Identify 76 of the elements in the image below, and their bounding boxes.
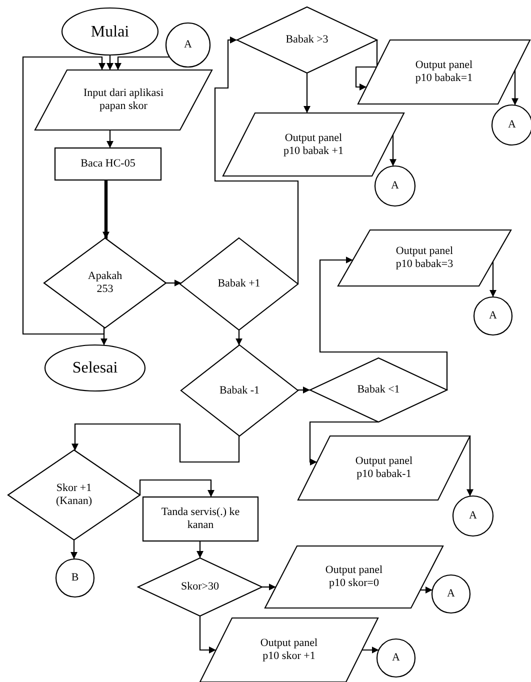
connector-circle <box>453 496 493 536</box>
arrow <box>214 36 299 284</box>
node-label: Babak <1 <box>356 383 401 397</box>
node-label: B <box>70 571 80 585</box>
node-label: Output panel p10 babak-1 <box>354 454 414 482</box>
process-box <box>143 497 258 541</box>
arrow <box>512 70 518 106</box>
arrow <box>102 180 110 239</box>
node-label: A <box>488 309 498 323</box>
node-label: Babak -1 <box>218 384 260 398</box>
arrow <box>22 56 106 335</box>
node-label: A <box>507 118 517 132</box>
decision-diamond <box>181 345 298 436</box>
node-label: Output panel p10 skor=0 <box>324 564 384 590</box>
node-label: Tanda servis(.) ke kanan <box>160 506 241 532</box>
connector-circle <box>375 166 415 206</box>
node-label: Input dari aplikasi papan skor <box>82 86 165 114</box>
io-parallelogram <box>35 70 212 130</box>
arrow <box>490 262 496 297</box>
node-label: Apakah 253 <box>86 270 124 296</box>
node-label: A <box>391 651 401 665</box>
io-parallelogram <box>265 546 443 608</box>
arrow <box>466 436 474 496</box>
arrow <box>420 586 432 594</box>
arrow <box>100 327 108 346</box>
connector-circle <box>56 559 94 597</box>
terminal-ellipse <box>62 8 158 55</box>
node-label: Skor>30 <box>180 580 220 594</box>
decision-diamond <box>44 238 166 328</box>
node-label: A <box>183 38 193 52</box>
decision-diamond <box>138 558 262 616</box>
arrow <box>319 256 448 390</box>
arrow <box>114 56 170 70</box>
arrow <box>304 73 310 113</box>
arrow <box>262 584 276 590</box>
node-label: A <box>446 587 456 601</box>
arrow <box>199 616 216 654</box>
node-label: Output panel p10 babak=1 <box>414 58 474 86</box>
node-label: Selesai <box>71 358 119 378</box>
node-label: Babak >3 <box>284 33 330 47</box>
arrow <box>106 55 114 70</box>
arrow <box>236 330 242 346</box>
arrow <box>297 386 310 394</box>
arrow <box>390 134 396 166</box>
node-label: Output panel p10 skor +1 <box>259 636 319 664</box>
arrow <box>309 421 378 466</box>
node-label: Mulai <box>90 22 130 42</box>
node-label: Babak +1 <box>216 277 262 291</box>
decision-diamond <box>8 450 140 540</box>
terminal-ellipse <box>45 345 145 391</box>
arrow <box>72 423 240 463</box>
arrow <box>139 479 214 497</box>
arrow <box>355 40 378 90</box>
decision-diamond <box>310 358 447 422</box>
decision-diamond <box>237 7 377 73</box>
node-label: Output panel p10 babak=3 <box>394 244 454 272</box>
node-label: A <box>468 509 478 523</box>
node-label: A <box>390 179 400 193</box>
node-label: Baca HC-05 <box>80 157 136 171</box>
io-parallelogram <box>200 618 378 682</box>
io-parallelogram <box>223 113 404 176</box>
arrow <box>166 280 182 286</box>
connector-circle <box>166 23 210 67</box>
arrow <box>196 541 204 558</box>
connector-circle <box>377 639 415 677</box>
io-parallelogram <box>298 436 470 500</box>
io-parallelogram <box>338 230 511 286</box>
connector-circle <box>432 575 470 613</box>
node-label: Output panel p10 babak +1 <box>282 131 344 158</box>
arrow <box>362 646 379 654</box>
node-label: Skor +1 (Kanan) <box>54 482 94 508</box>
arrow <box>106 130 114 148</box>
process-box <box>55 148 161 180</box>
arrow <box>70 540 78 560</box>
connector-circle <box>474 297 512 335</box>
decision-diamond <box>180 238 298 330</box>
